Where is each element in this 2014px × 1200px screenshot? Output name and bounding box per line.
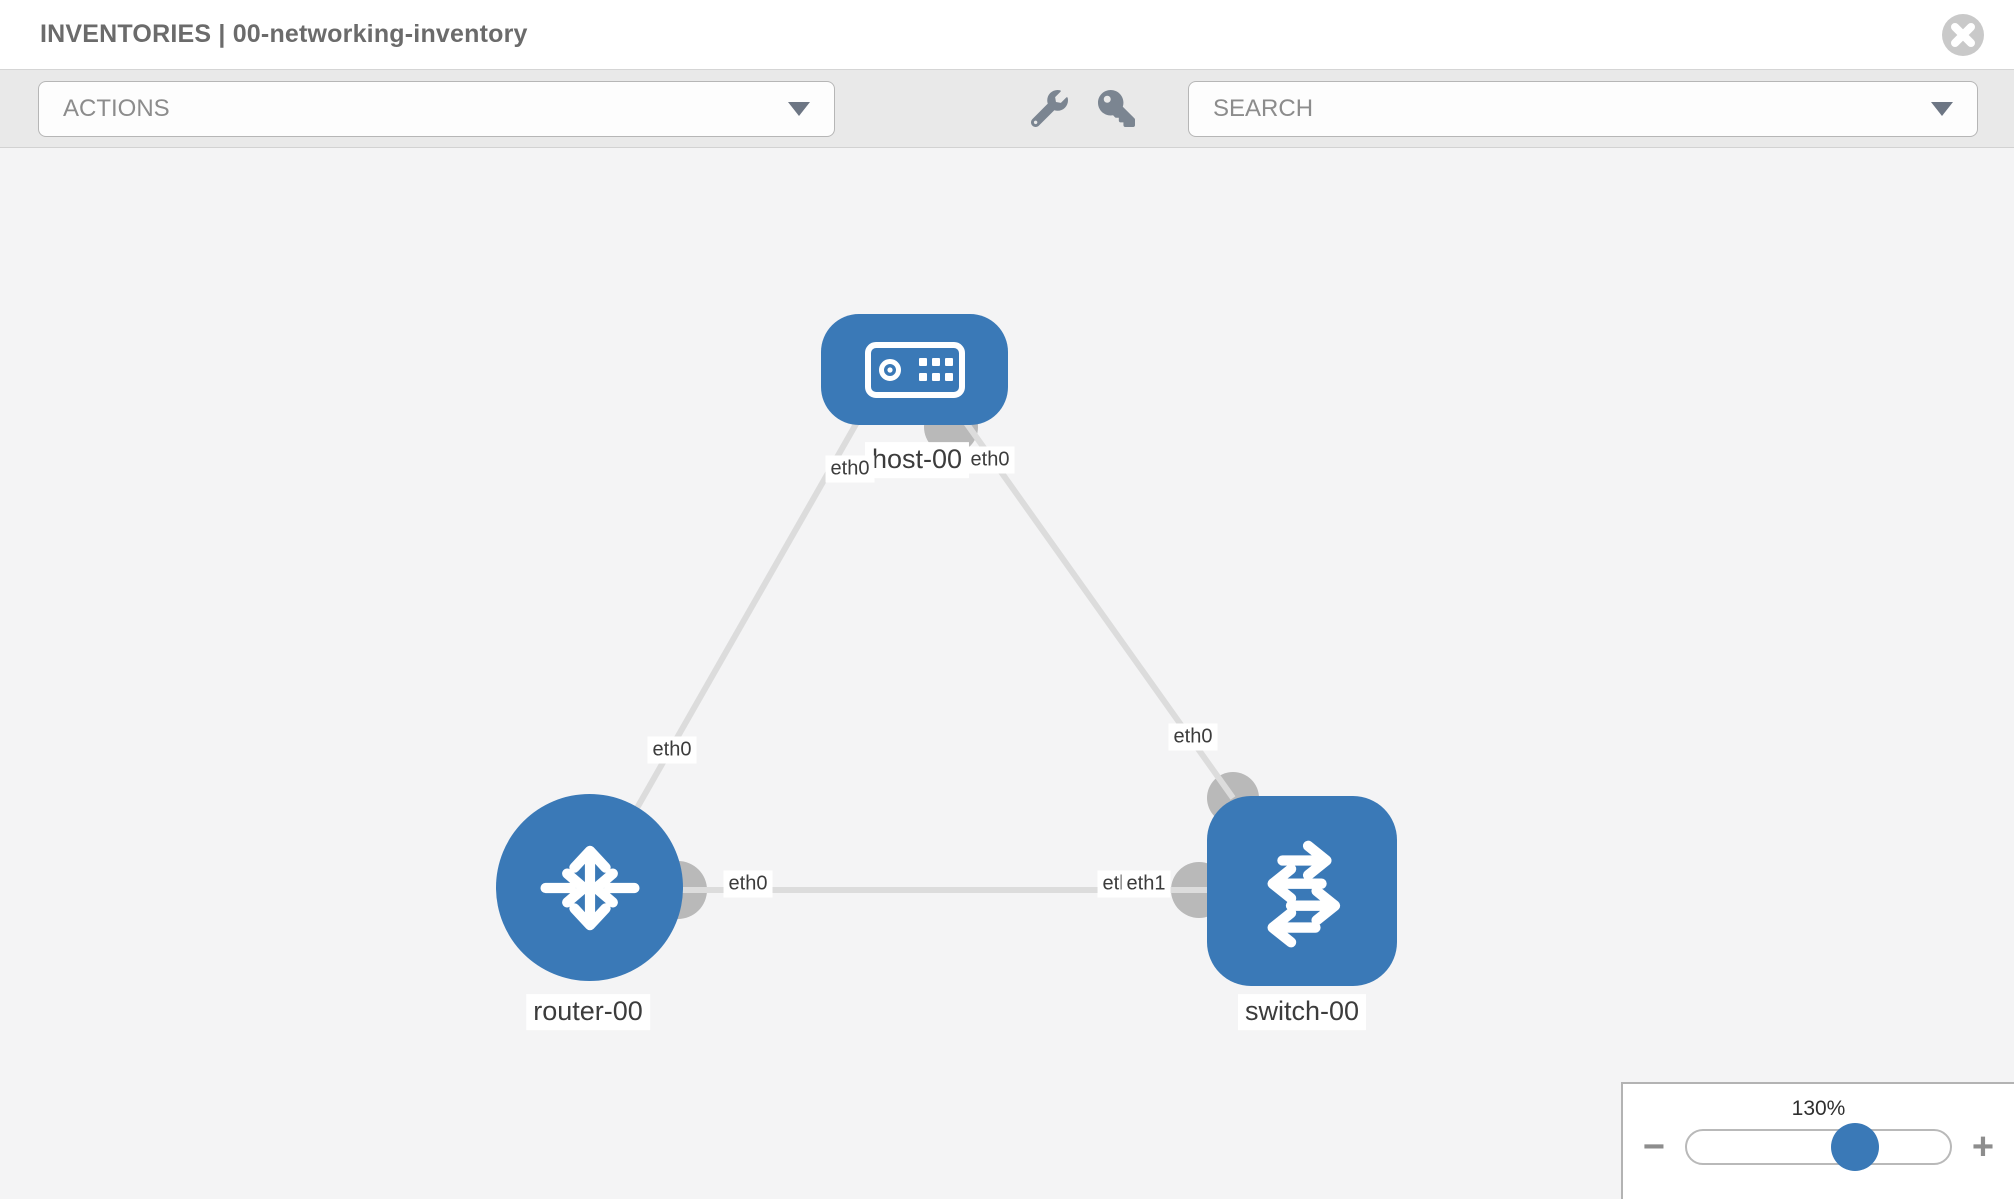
chevron-down-icon [788,101,810,116]
zoom-slider-row: − + [1623,1123,2014,1171]
zoom-slider-track[interactable] [1685,1123,1952,1171]
edge-layer [634,400,1259,919]
zoom-slider-knob[interactable] [1831,1123,1880,1171]
node-router[interactable] [496,794,683,981]
actions-dropdown[interactable]: ACTIONS [38,80,835,137]
wrench-icon[interactable] [1031,90,1068,127]
page-title: INVENTORIES | 00-networking-inventory [40,20,528,48]
chevron-down-icon [1931,101,1953,116]
iface-label-switch-eth0-to-host: eth0 [1168,723,1218,751]
zoom-in-button[interactable]: + [1971,1126,1995,1168]
node-host[interactable] [821,314,1008,425]
zoom-out-button[interactable]: − [1642,1126,1666,1168]
iface-label-router-eth0-to-host: eth0 [647,736,697,764]
close-icon[interactable] [1940,12,1986,58]
toolbar: ACTIONS SEARCH [0,69,2014,148]
search-dropdown[interactable]: SEARCH [1188,80,1978,137]
key-icon[interactable] [1098,90,1135,127]
node-label-router: router-00 [526,994,650,1030]
iface-label-switch-eth1-to-router: eth1 [1121,870,1171,898]
iface-label-router-eth0-to-switch: eth0 [723,870,773,898]
header: INVENTORIES | 00-networking-inventory [0,0,2014,69]
switch-icon [1267,840,1341,948]
topology-canvas[interactable]: host-00 router-00 switch-00 eth0 eth0 et… [0,148,2014,1199]
iface-label-host-eth0-to-switch: eth0 [965,446,1015,474]
actions-dropdown-label: ACTIONS [63,94,170,122]
node-label-host: host-00 [864,442,970,478]
host-icon [864,341,965,398]
router-icon [540,845,639,930]
node-switch[interactable] [1207,796,1397,986]
zoom-level-value: 130% [1791,1097,1846,1120]
node-label-switch: switch-00 [1237,994,1367,1030]
iface-label-host-eth0-to-router: eth0 [825,455,875,483]
zoom-panel: 130% − + [1621,1082,2014,1199]
search-dropdown-label: SEARCH [1213,94,1314,122]
